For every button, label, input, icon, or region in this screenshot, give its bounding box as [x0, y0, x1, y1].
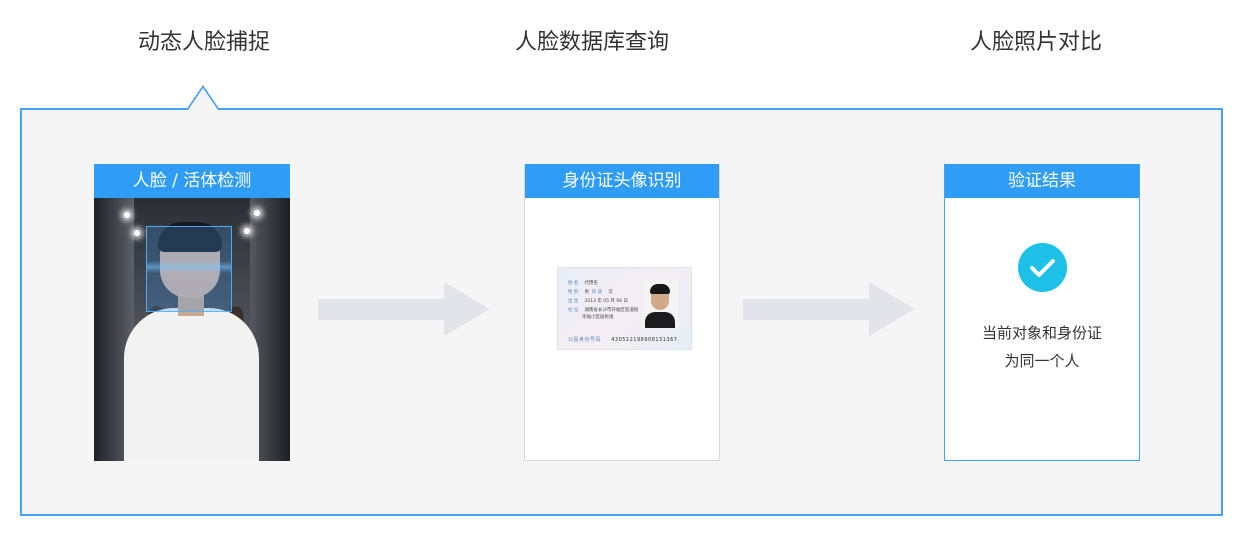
tab-face-photo-compare[interactable]: 人脸照片对比	[970, 30, 1103, 55]
tab-face-database-query[interactable]: 人脸数据库查询	[515, 30, 670, 55]
tab-dynamic-face-capture[interactable]: 动态人脸捕捉	[138, 30, 271, 55]
camera-capture-image	[94, 198, 290, 461]
face-detection-box	[146, 226, 232, 312]
id-recognition-title: 身份证头像识别	[525, 164, 719, 198]
verification-result-title: 验证结果	[945, 164, 1139, 198]
arrow-right-icon	[743, 282, 915, 336]
verification-result-card: 验证结果 当前对象和身份证 为同一个人	[944, 164, 1140, 461]
arrow-right-icon	[318, 282, 490, 336]
result-message-line-1: 当前对象和身份证	[981, 324, 1102, 342]
face-detection-title: 人脸 / 活体检测	[94, 164, 290, 198]
face-detection-card: 人脸 / 活体检测	[94, 164, 290, 461]
check-circle-icon	[1018, 243, 1067, 292]
result-message-line-2: 为同一个人	[1004, 352, 1080, 370]
id-card-photo	[642, 280, 678, 328]
